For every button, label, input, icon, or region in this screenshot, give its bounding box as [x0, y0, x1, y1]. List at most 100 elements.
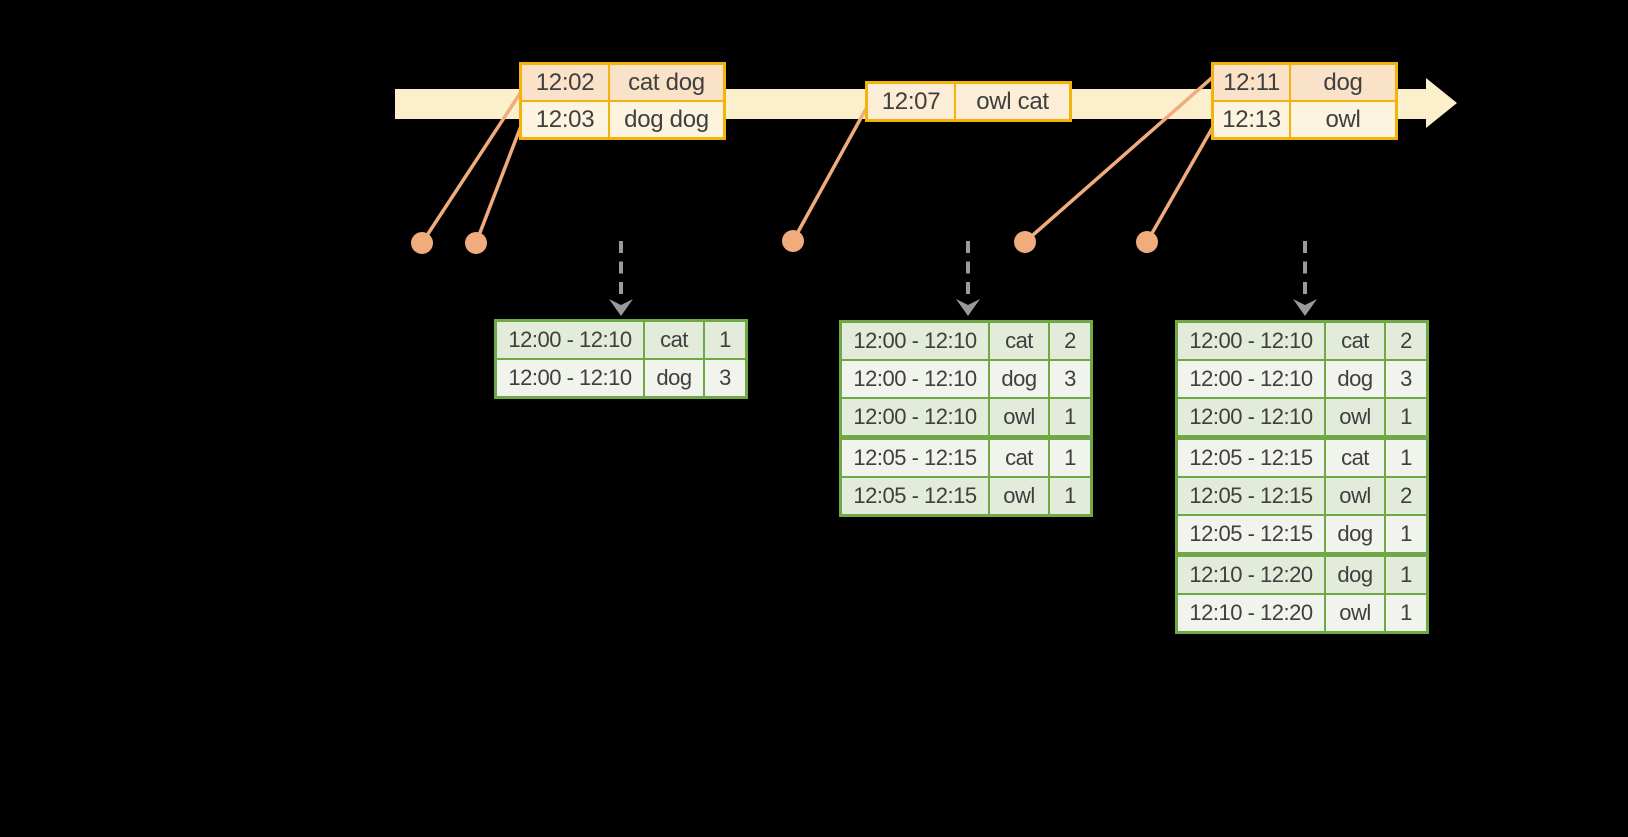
- result-count-cell: 1: [1386, 440, 1426, 476]
- result-window-cell: 12:05 - 12:15: [1178, 516, 1324, 552]
- event-words-cell: dog: [1291, 65, 1395, 100]
- event-connector-line: [420, 91, 523, 244]
- result-word-cell: dog: [1326, 557, 1384, 593]
- event-connector-lines: [420, 74, 1216, 244]
- result-word-cell: cat: [990, 440, 1048, 476]
- result-window-cell: 12:00 - 12:10: [497, 322, 643, 358]
- result-word-cell: cat: [990, 323, 1048, 359]
- result-window-cell: 12:00 - 12:10: [1178, 361, 1324, 397]
- result-word-cell: cat: [1326, 323, 1384, 359]
- result-word-cell: owl: [990, 399, 1048, 435]
- event-dot: [1014, 231, 1036, 253]
- result-word-cell: dog: [990, 361, 1048, 397]
- timeline-arrowhead-icon: [1426, 78, 1457, 128]
- event-dot: [411, 232, 433, 254]
- result-count-cell: 1: [1386, 516, 1426, 552]
- result-word-cell: dog: [645, 360, 703, 396]
- result-count-cell: 2: [1050, 323, 1090, 359]
- event-dots: [411, 230, 1158, 254]
- result-word-cell: dog: [1326, 516, 1384, 552]
- event-words-cell: owl cat: [956, 84, 1069, 119]
- trigger-arrowhead-icon: [956, 299, 980, 316]
- event-connector-line: [474, 125, 523, 244]
- result-window-cell: 12:00 - 12:10: [842, 399, 988, 435]
- result-count-cell: 1: [1050, 440, 1090, 476]
- window-group-separator: [842, 437, 1090, 438]
- window-group-separator: [1178, 554, 1426, 555]
- result-count-cell: 3: [1386, 361, 1426, 397]
- result-window-cell: 12:05 - 12:15: [1178, 440, 1324, 476]
- result-count-cell: 1: [1050, 478, 1090, 514]
- result-word-cell: owl: [1326, 595, 1384, 631]
- result-count-cell: 1: [1386, 595, 1426, 631]
- event-time-cell: 12:11: [1214, 65, 1289, 100]
- event-time-cell: 12:02: [522, 65, 608, 100]
- result-word-cell: owl: [990, 478, 1048, 514]
- event-time-cell: 12:13: [1214, 102, 1289, 137]
- result-window-cell: 12:05 - 12:15: [842, 478, 988, 514]
- result-count-cell: 1: [1386, 557, 1426, 593]
- result-window-cell: 12:10 - 12:20: [1178, 557, 1324, 593]
- result-word-cell: cat: [645, 322, 703, 358]
- event-time-cell: 12:03: [522, 102, 608, 137]
- result-count-cell: 2: [1386, 323, 1426, 359]
- result-window-cell: 12:05 - 12:15: [1178, 478, 1324, 514]
- result-count-cell: 1: [1050, 399, 1090, 435]
- result-word-cell: dog: [1326, 361, 1384, 397]
- event-dot: [465, 232, 487, 254]
- result-count-cell: 3: [705, 360, 745, 396]
- result-window-cell: 12:00 - 12:10: [497, 360, 643, 396]
- event-words-cell: owl: [1291, 102, 1395, 137]
- result-window-cell: 12:10 - 12:20: [1178, 595, 1324, 631]
- event-connector-line: [1023, 74, 1216, 244]
- event-connector-line: [791, 106, 869, 242]
- event-dot: [1136, 231, 1158, 253]
- trigger-arrowhead-icon: [1293, 299, 1317, 316]
- event-words-cell: dog dog: [610, 102, 723, 137]
- result-word-cell: owl: [1326, 399, 1384, 435]
- trigger-arrowhead-icon: [609, 299, 633, 316]
- event-connector-line: [1145, 124, 1216, 243]
- trigger-arrows: [609, 241, 1317, 316]
- result-window-cell: 12:05 - 12:15: [842, 440, 988, 476]
- result-word-cell: cat: [1326, 440, 1384, 476]
- event-dot: [782, 230, 804, 252]
- window-group-separator: [1178, 437, 1426, 438]
- result-window-cell: 12:00 - 12:10: [842, 323, 988, 359]
- result-window-cell: 12:00 - 12:10: [842, 361, 988, 397]
- result-count-cell: 1: [1386, 399, 1426, 435]
- event-time-cell: 12:07: [868, 84, 954, 119]
- result-window-cell: 12:00 - 12:10: [1178, 399, 1324, 435]
- result-count-cell: 3: [1050, 361, 1090, 397]
- result-word-cell: owl: [1326, 478, 1384, 514]
- result-count-cell: 1: [705, 322, 745, 358]
- event-words-cell: cat dog: [610, 65, 723, 100]
- result-count-cell: 2: [1386, 478, 1426, 514]
